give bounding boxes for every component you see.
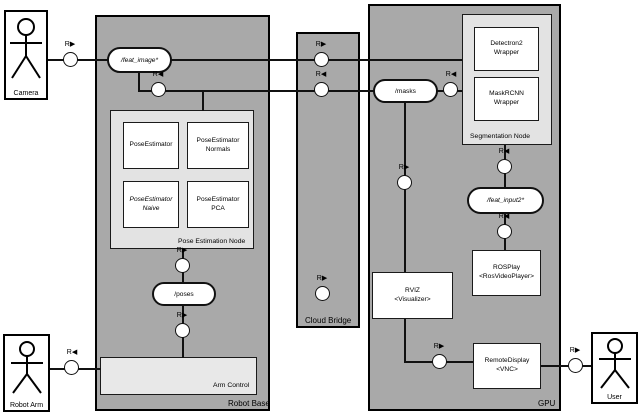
port-robot-arm-in-label: R◀ <box>66 349 78 356</box>
gpu-label: GPU <box>538 399 556 408</box>
port-camera-out-label: R▶ <box>64 41 76 48</box>
port-robot-base-in-label: R◀ <box>152 71 164 78</box>
container-cloud-bridge <box>296 32 360 328</box>
topic-feat-image-label: /feat_image* <box>120 56 159 64</box>
port-poses-out <box>175 258 190 273</box>
component-rosplay: ROSPlay <RosVideoPlayer> <box>472 250 541 296</box>
port-bridge-bottom-out <box>315 286 330 301</box>
component-pose-estimator-pca: PoseEstimator PCA <box>187 181 249 228</box>
actor-robot-arm: Robot Arm <box>3 334 50 412</box>
topic-feat-image: /feat_image* <box>107 47 172 73</box>
pose-estimator-pca-line1: PoseEstimator <box>196 195 240 203</box>
rosplay-line1: ROSPlay <box>492 264 521 272</box>
detectron2-line2: Wrapper <box>493 49 520 56</box>
component-pose-estimator-normals: PoseEstimator Normals <box>187 122 249 169</box>
pose-estimation-node-label: Pose Estimation Node <box>178 238 246 245</box>
edge-feat-image-drop <box>138 72 140 92</box>
robot-arm-label: Robot Arm <box>9 402 44 409</box>
cloud-bridge-label: Cloud Bridge <box>305 316 352 325</box>
robot-base-label: Robot Base <box>228 399 270 408</box>
port-robot-base-in <box>151 82 166 97</box>
component-detectron2-wrapper: Detectron2 Wrapper <box>474 27 539 71</box>
port-masks-rviz-out-label: R▶ <box>398 164 410 171</box>
rosplay-line2: <RosVideoPlayer> <box>479 273 534 280</box>
camera-label: Camera <box>13 90 39 97</box>
maskrcnn-line1: MaskRCNN <box>489 90 524 98</box>
port-remote-display-in-label: R▶ <box>433 343 445 350</box>
topic-masks-label: /masks <box>395 87 416 95</box>
port-remote-display-in <box>432 354 447 369</box>
port-arm-control-in-label: R▶ <box>176 312 188 319</box>
detectron2-line1: Detectron2 <box>490 40 523 48</box>
port-arm-control-in <box>175 323 190 338</box>
pose-estimator-normals-line1: PoseEstimator <box>196 136 240 144</box>
camera-actor-icon <box>10 18 42 79</box>
user-actor-icon <box>598 338 631 389</box>
port-poses-out-label: R▶ <box>176 247 188 254</box>
topic-feat-input2-label: /feat_input2* <box>486 197 525 204</box>
pose-estimator-normals-line2: Normals <box>205 145 231 153</box>
remote-display-line2: <VNC> <box>496 366 518 373</box>
port-segmentation-in <box>443 82 458 97</box>
port-user-out <box>568 358 583 373</box>
port-rosplay-in-label: R◀ <box>498 213 510 220</box>
port-bridge-masks-in <box>314 82 329 97</box>
port-feat-input2-in <box>497 159 512 174</box>
user-label: User <box>607 394 622 401</box>
edge-to-pose-estimation <box>202 90 204 111</box>
component-rviz: RVIZ <Visualizer> <box>372 272 453 319</box>
port-camera-out <box>63 52 78 67</box>
rviz-line1: RVIZ <box>405 286 420 294</box>
pose-estimator-naive-line2: Naive <box>142 204 160 212</box>
component-pose-estimator: PoseEstimator <box>123 122 179 169</box>
pose-estimator-pca-line2: PCA <box>211 204 225 212</box>
arm-control-box <box>100 357 257 395</box>
edge-camera-to-segmentation <box>48 59 462 61</box>
remote-display-line1: RemoteDisplay <box>484 357 530 365</box>
port-bridge-bottom-out-label: R▶ <box>316 275 328 282</box>
port-segmentation-in-label: R◀ <box>445 71 457 78</box>
port-feat-input2-in-label: R◀ <box>498 148 510 155</box>
port-bridge-masks-in-label: R◀ <box>315 71 327 78</box>
component-pose-estimator-naive: PoseEstimator Naive <box>123 181 179 228</box>
port-bridge-top-out-label: R▶ <box>315 41 327 48</box>
segmentation-node-label: Segmentation Node <box>470 133 531 140</box>
port-masks-rviz-out <box>397 175 412 190</box>
robot-arm-actor-icon <box>10 341 43 394</box>
port-robot-arm-in <box>64 360 79 375</box>
rviz-line2: <Visualizer> <box>394 295 431 303</box>
pose-estimator-naive-line1: PoseEstimator <box>129 195 173 203</box>
edge-rviz-down <box>404 318 406 363</box>
port-bridge-top-out <box>314 52 329 67</box>
topic-poses-label: /poses <box>174 290 194 298</box>
port-user-out-label: R▶ <box>569 347 581 354</box>
edge-remote-display-to-user <box>540 365 591 367</box>
actor-user: User <box>591 332 638 404</box>
pose-estimator-line1: PoseEstimator <box>129 141 173 149</box>
edge-masks-to-robot <box>138 90 462 92</box>
port-rosplay-in <box>497 224 512 239</box>
component-remote-display: RemoteDisplay <VNC> <box>473 343 541 389</box>
arm-control-label: Arm Control <box>213 382 250 389</box>
topic-feat-input2: /feat_input2* <box>467 187 544 214</box>
topic-masks: /masks <box>373 79 438 103</box>
actor-camera: Camera <box>4 10 48 100</box>
maskrcnn-line2: Wrapper <box>493 99 520 106</box>
topic-poses: /poses <box>152 282 216 306</box>
component-maskrcnn-wrapper: MaskRCNN Wrapper <box>474 77 539 121</box>
